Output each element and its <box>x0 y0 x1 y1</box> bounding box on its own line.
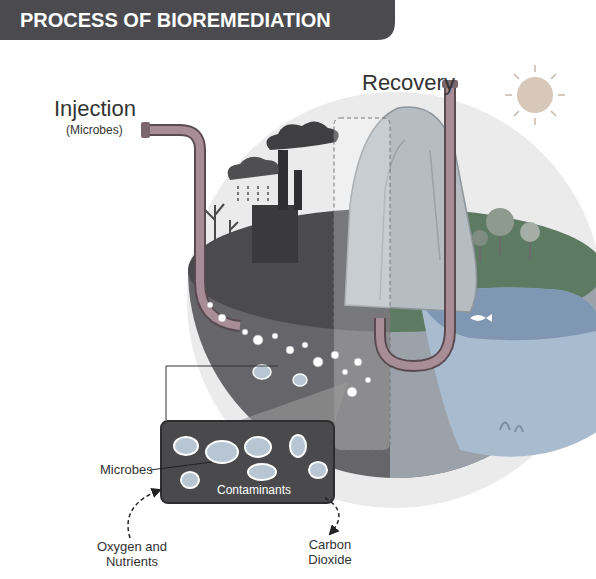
contaminant-blob <box>245 437 271 457</box>
input-label: Oxygen and Nutrients <box>82 540 182 570</box>
bubble <box>286 346 294 354</box>
tree-group <box>472 208 540 262</box>
bubble <box>218 314 226 322</box>
bubble <box>365 377 371 383</box>
fish-symbol <box>470 314 492 322</box>
tree-crown <box>472 230 488 246</box>
bubble <box>354 358 362 366</box>
sun-rays <box>505 65 565 125</box>
contaminant-blob <box>206 441 238 463</box>
bubble <box>331 351 339 359</box>
bubble <box>207 302 213 308</box>
bubble <box>347 387 357 397</box>
coral-symbol <box>500 423 523 433</box>
injection-pipe-outline <box>147 130 240 326</box>
bubble <box>242 329 248 335</box>
inset-box: Contaminants <box>160 420 335 504</box>
tree-crown <box>520 222 540 242</box>
title-banner <box>0 0 395 40</box>
acid-rain <box>238 186 268 202</box>
pipe-label: Recovery <box>362 70 482 95</box>
input-arrow <box>128 490 160 538</box>
callout-label: Microbes <box>100 463 160 478</box>
tree-trunk <box>529 240 531 260</box>
contaminant-blob <box>174 437 198 455</box>
dead-tree <box>205 204 238 250</box>
rain-cloud <box>228 157 279 180</box>
bubble <box>272 333 278 339</box>
pipe-label: Injection <box>54 96 174 121</box>
pipe-sublabel: (Microbes) <box>66 124 156 138</box>
zoom-beam <box>235 382 348 422</box>
contaminant-blob <box>309 462 327 478</box>
node-label: Contaminants <box>217 484 291 498</box>
pipe-cap <box>141 122 150 138</box>
contaminant-blob <box>181 472 199 488</box>
bubble <box>342 369 348 375</box>
leader-line <box>150 462 212 470</box>
diagram-title: PROCESS OF BIOREMEDIATION <box>20 9 331 32</box>
contaminant-blob <box>293 374 307 386</box>
contaminant-blobs <box>174 435 327 488</box>
output-label: Carbon Dioxide <box>298 538 362 568</box>
sun <box>517 77 553 113</box>
tree-crown <box>486 208 514 236</box>
output-arrow <box>325 498 339 534</box>
contaminant-blob <box>290 435 306 457</box>
bubble <box>253 335 263 345</box>
cutaway-column <box>334 118 390 450</box>
injection-pipe <box>147 130 240 326</box>
smoke-cloud <box>266 121 338 150</box>
factory-chimney <box>294 170 302 210</box>
factory-chimney <box>278 150 288 210</box>
bubble <box>302 342 308 348</box>
recovery-pipe <box>380 86 450 366</box>
contaminant-blob <box>253 365 271 379</box>
zoom-leader <box>166 366 278 420</box>
contaminant-blob <box>248 464 276 480</box>
tree-trunk <box>479 245 481 262</box>
factory-building <box>252 205 298 263</box>
recovery-pipe-outline <box>380 86 450 366</box>
bubble <box>313 357 323 367</box>
